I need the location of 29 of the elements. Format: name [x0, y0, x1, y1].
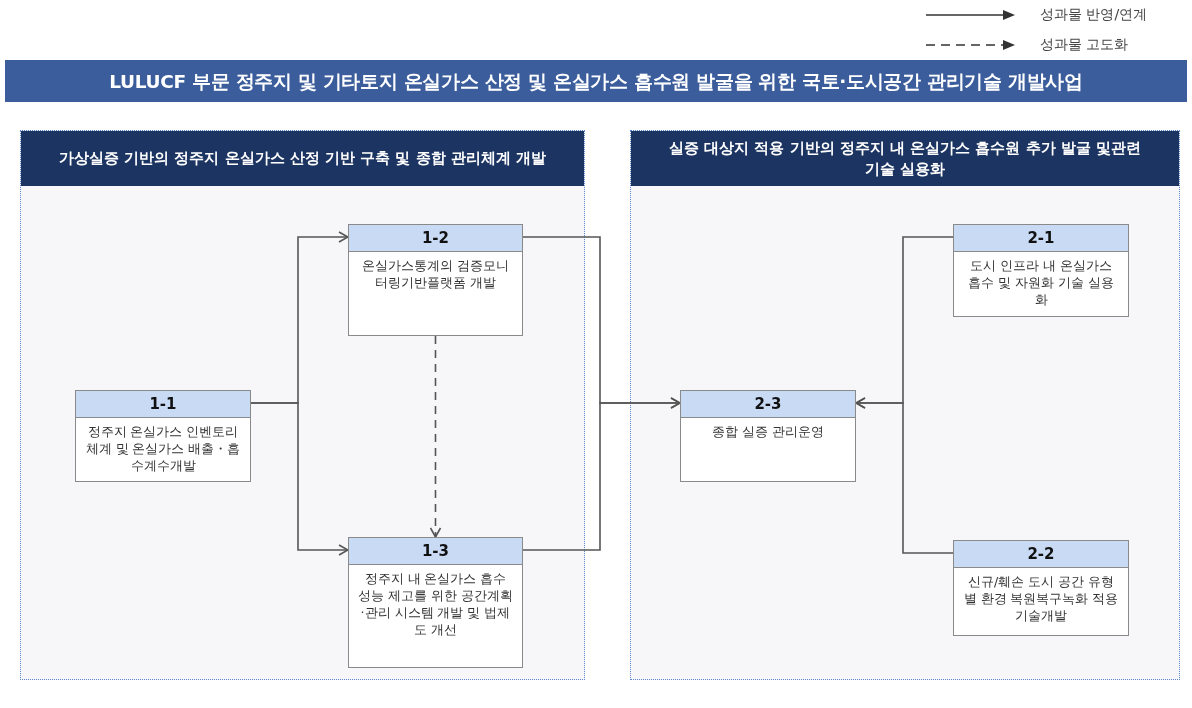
box-text: 신규/훼손 도시 공간 유형별 환경 복원복구녹화 적용 기술개발 [962, 573, 1120, 625]
number-header: 1-1 [76, 391, 250, 418]
process-box [348, 537, 523, 668]
title-banner: LULUCF 부문 정주지 및 기타토지 온실가스 산정 및 온실가스 흡수원 발굴을 위한 국토·도시공간 관리기술 개발사업 [5, 60, 1187, 102]
box-text: 도시 인프라 내 온실가스 흡수 및 자원화 기술 실용화 [967, 257, 1115, 309]
process-box [953, 224, 1129, 317]
number-header: 2-1 [954, 225, 1128, 252]
number-header: 2-3 [681, 391, 855, 418]
process-box [348, 224, 523, 336]
process-box [680, 390, 856, 482]
arrow [522, 397, 681, 551]
box-text: 정주지 내 온실가스 흡수 성능 제고를 위한 공간계획·관리 시스템 개발 및 법제도 개선 [357, 570, 514, 639]
number-header: 1-3 [349, 538, 522, 565]
number-header: 2-2 [954, 541, 1128, 568]
process-box [953, 540, 1129, 636]
process-box [75, 390, 251, 482]
panel-header: 실증 대상지 적용 기반의 정주지 내 온실가스 흡수원 추가 발굴 및관련 기술 실용화 [631, 131, 1179, 186]
panel [630, 130, 1180, 680]
legend-text: 성과물 고도화 [1040, 36, 1129, 54]
dashed-arrow [429, 335, 442, 538]
box-text: 종합 실증 관리운영 [711, 423, 825, 441]
panel [20, 130, 585, 680]
box-text: 온실가스통계의 검증모니터링기반플랫폼 개발 [361, 257, 510, 292]
box-text: 정주지 온실가스 인벤토리 체계 및 온실가스 배출・흡수계수개발 [84, 423, 242, 475]
arrow [250, 402, 349, 556]
arrow [855, 397, 954, 554]
number-header: 1-2 [349, 225, 522, 252]
legend-text: 성과물 반영/연계 [1040, 6, 1148, 24]
panel-header: 가상실증 기반의 정주지 온실가스 산정 기반 구축 및 종합 관리체계 개발 [21, 131, 584, 186]
